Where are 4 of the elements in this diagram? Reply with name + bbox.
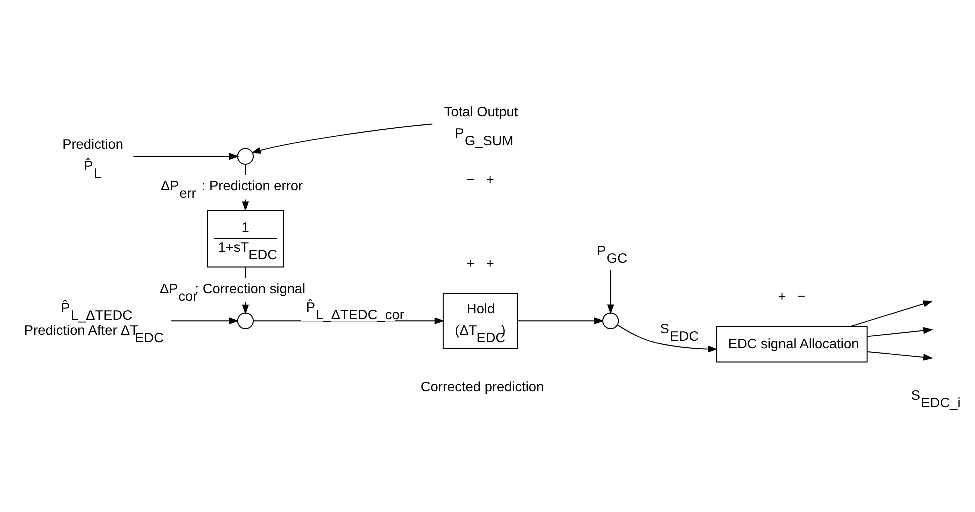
node-label: + + (466, 256, 494, 271)
label: Corrected prediction (420, 379, 544, 394)
node-label: + − (778, 289, 806, 304)
node-label: − + (466, 172, 494, 188)
